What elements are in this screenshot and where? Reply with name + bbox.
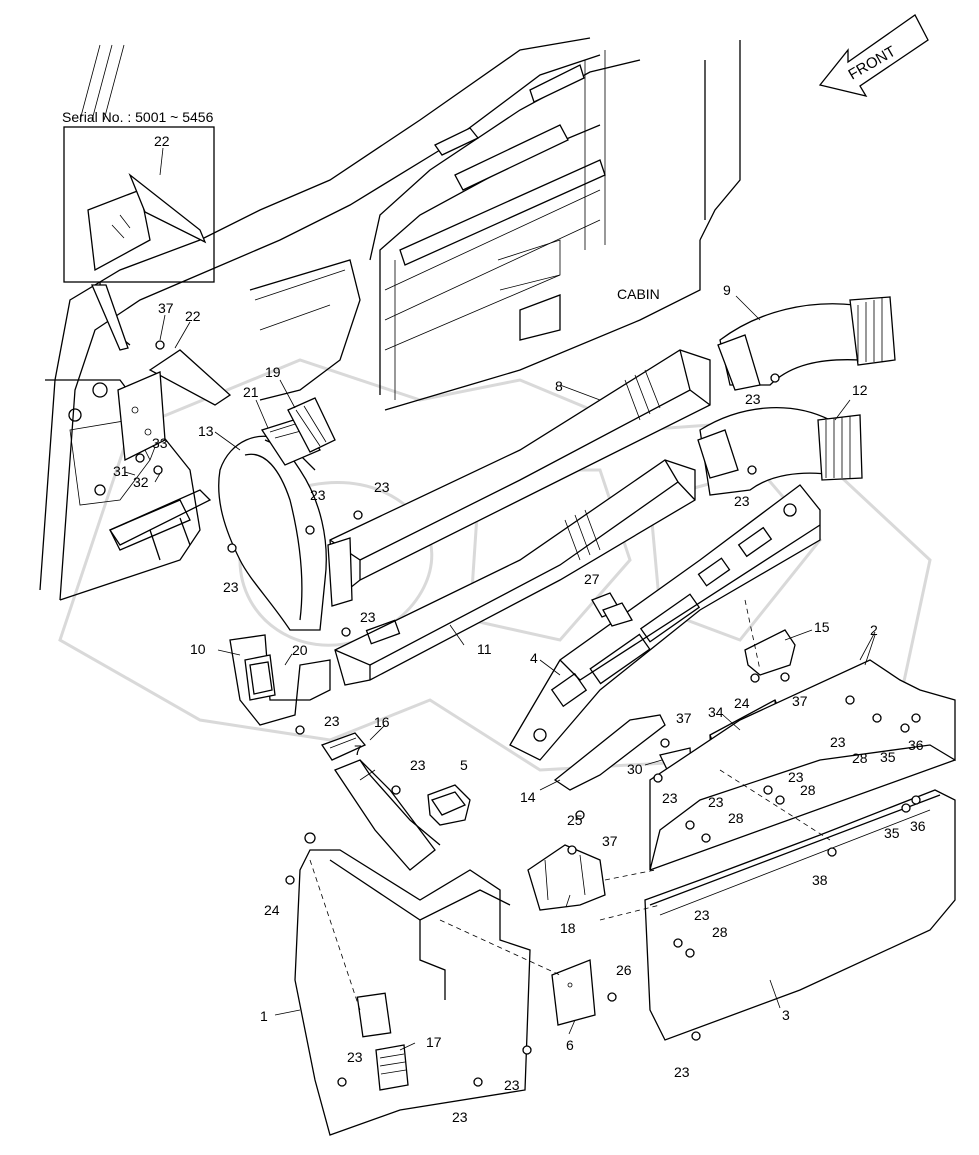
callout: 13 <box>198 423 214 439</box>
callout: 26 <box>616 962 632 978</box>
callout: 24 <box>264 902 280 918</box>
callout: 27 <box>584 571 600 587</box>
part-16 <box>321 732 367 761</box>
callout: 23 <box>694 907 710 923</box>
console-4 <box>509 484 821 761</box>
callout: 28 <box>728 810 744 826</box>
callout: 19 <box>265 364 281 380</box>
bracket-14 <box>553 714 666 791</box>
callout: 10 <box>190 641 206 657</box>
duct-8 <box>327 349 711 607</box>
callout: 33 <box>152 435 168 451</box>
cabin-frame <box>39 37 741 601</box>
callout: 37 <box>602 833 618 849</box>
callout: 38 <box>812 872 828 888</box>
callout: 31 <box>113 463 129 479</box>
part-7 <box>334 759 441 871</box>
guide-lines <box>309 599 831 1011</box>
callout: 2 <box>870 622 878 638</box>
callout: 23 <box>830 734 846 750</box>
fasteners <box>135 340 921 1087</box>
callout: 23 <box>410 757 426 773</box>
callout: 28 <box>852 750 868 766</box>
cabin-label: CABIN <box>617 286 660 302</box>
callout: 4 <box>530 650 538 666</box>
part-19 <box>287 397 336 453</box>
duct-13 <box>218 435 327 631</box>
callout: 15 <box>814 619 830 635</box>
callout: 23 <box>708 794 724 810</box>
panel-1 <box>294 849 531 1136</box>
callout: 23 <box>734 493 750 509</box>
callout: 37 <box>158 300 174 316</box>
bracket-31 <box>109 489 212 561</box>
callout: 23 <box>788 769 804 785</box>
part-27 <box>591 592 633 627</box>
duct-12 <box>697 407 863 496</box>
callout: 14 <box>520 789 536 805</box>
callout: 24 <box>734 695 750 711</box>
callout: 37 <box>676 710 692 726</box>
callout: 23 <box>674 1064 690 1080</box>
callout: 3 <box>782 1007 790 1023</box>
callout: 20 <box>292 642 308 658</box>
callout: 37 <box>792 693 808 709</box>
bracket-18 <box>527 844 606 911</box>
callout: 23 <box>310 487 326 503</box>
part-5 <box>427 784 471 826</box>
callout: 34 <box>708 704 724 720</box>
callout: 23 <box>452 1109 468 1125</box>
panel-2 <box>649 659 956 871</box>
front-arrow: FRONT <box>818 14 929 97</box>
callout: 28 <box>800 782 816 798</box>
callout: 8 <box>555 378 563 394</box>
part-10 <box>229 634 331 726</box>
callout: 9 <box>723 282 731 298</box>
serial-inset-box <box>63 126 215 283</box>
panel-3 <box>644 789 956 1041</box>
callout: 36 <box>908 737 924 753</box>
callout: 25 <box>567 812 583 828</box>
callout: 7 <box>354 742 362 758</box>
callout: 1 <box>260 1008 268 1024</box>
callout: 23 <box>360 609 376 625</box>
callout: 36 <box>910 818 926 834</box>
callout: 21 <box>243 384 259 400</box>
callout: 23 <box>662 790 678 806</box>
bracket-15 <box>744 629 796 676</box>
duct-9 <box>717 296 896 391</box>
callout: 32 <box>133 474 149 490</box>
callout: 22 <box>185 308 201 324</box>
part-6 <box>551 959 596 1026</box>
callout: 23 <box>504 1077 520 1093</box>
callout: 12 <box>852 382 868 398</box>
callout: 23 <box>374 479 390 495</box>
callout-labels: 22 37 22 19 21 13 33 31 32 23 23 23 8 9 … <box>113 133 926 1125</box>
callout: 11 <box>477 641 492 657</box>
callout: 5 <box>460 757 468 773</box>
callout: 28 <box>712 924 728 940</box>
serial-note: Serial No. : 5001 ~ 5456 <box>62 109 214 125</box>
callout: 23 <box>223 579 239 595</box>
callout: 18 <box>560 920 576 936</box>
callout: 23 <box>347 1049 363 1065</box>
part-20 <box>244 654 276 701</box>
callout: 22 <box>154 133 170 149</box>
callout: 17 <box>426 1034 442 1050</box>
callout: 23 <box>324 713 340 729</box>
callout: 6 <box>566 1037 574 1053</box>
bracket-22 <box>117 349 232 462</box>
callout: 35 <box>880 749 896 765</box>
callout: 23 <box>745 391 761 407</box>
callout: 35 <box>884 825 900 841</box>
serial-inset: Serial No. : 5001 ~ 5456 <box>62 109 215 351</box>
callout: 16 <box>374 714 390 730</box>
leader-lines <box>124 147 876 1051</box>
callout: 30 <box>627 761 643 777</box>
duct-11 <box>334 459 696 686</box>
